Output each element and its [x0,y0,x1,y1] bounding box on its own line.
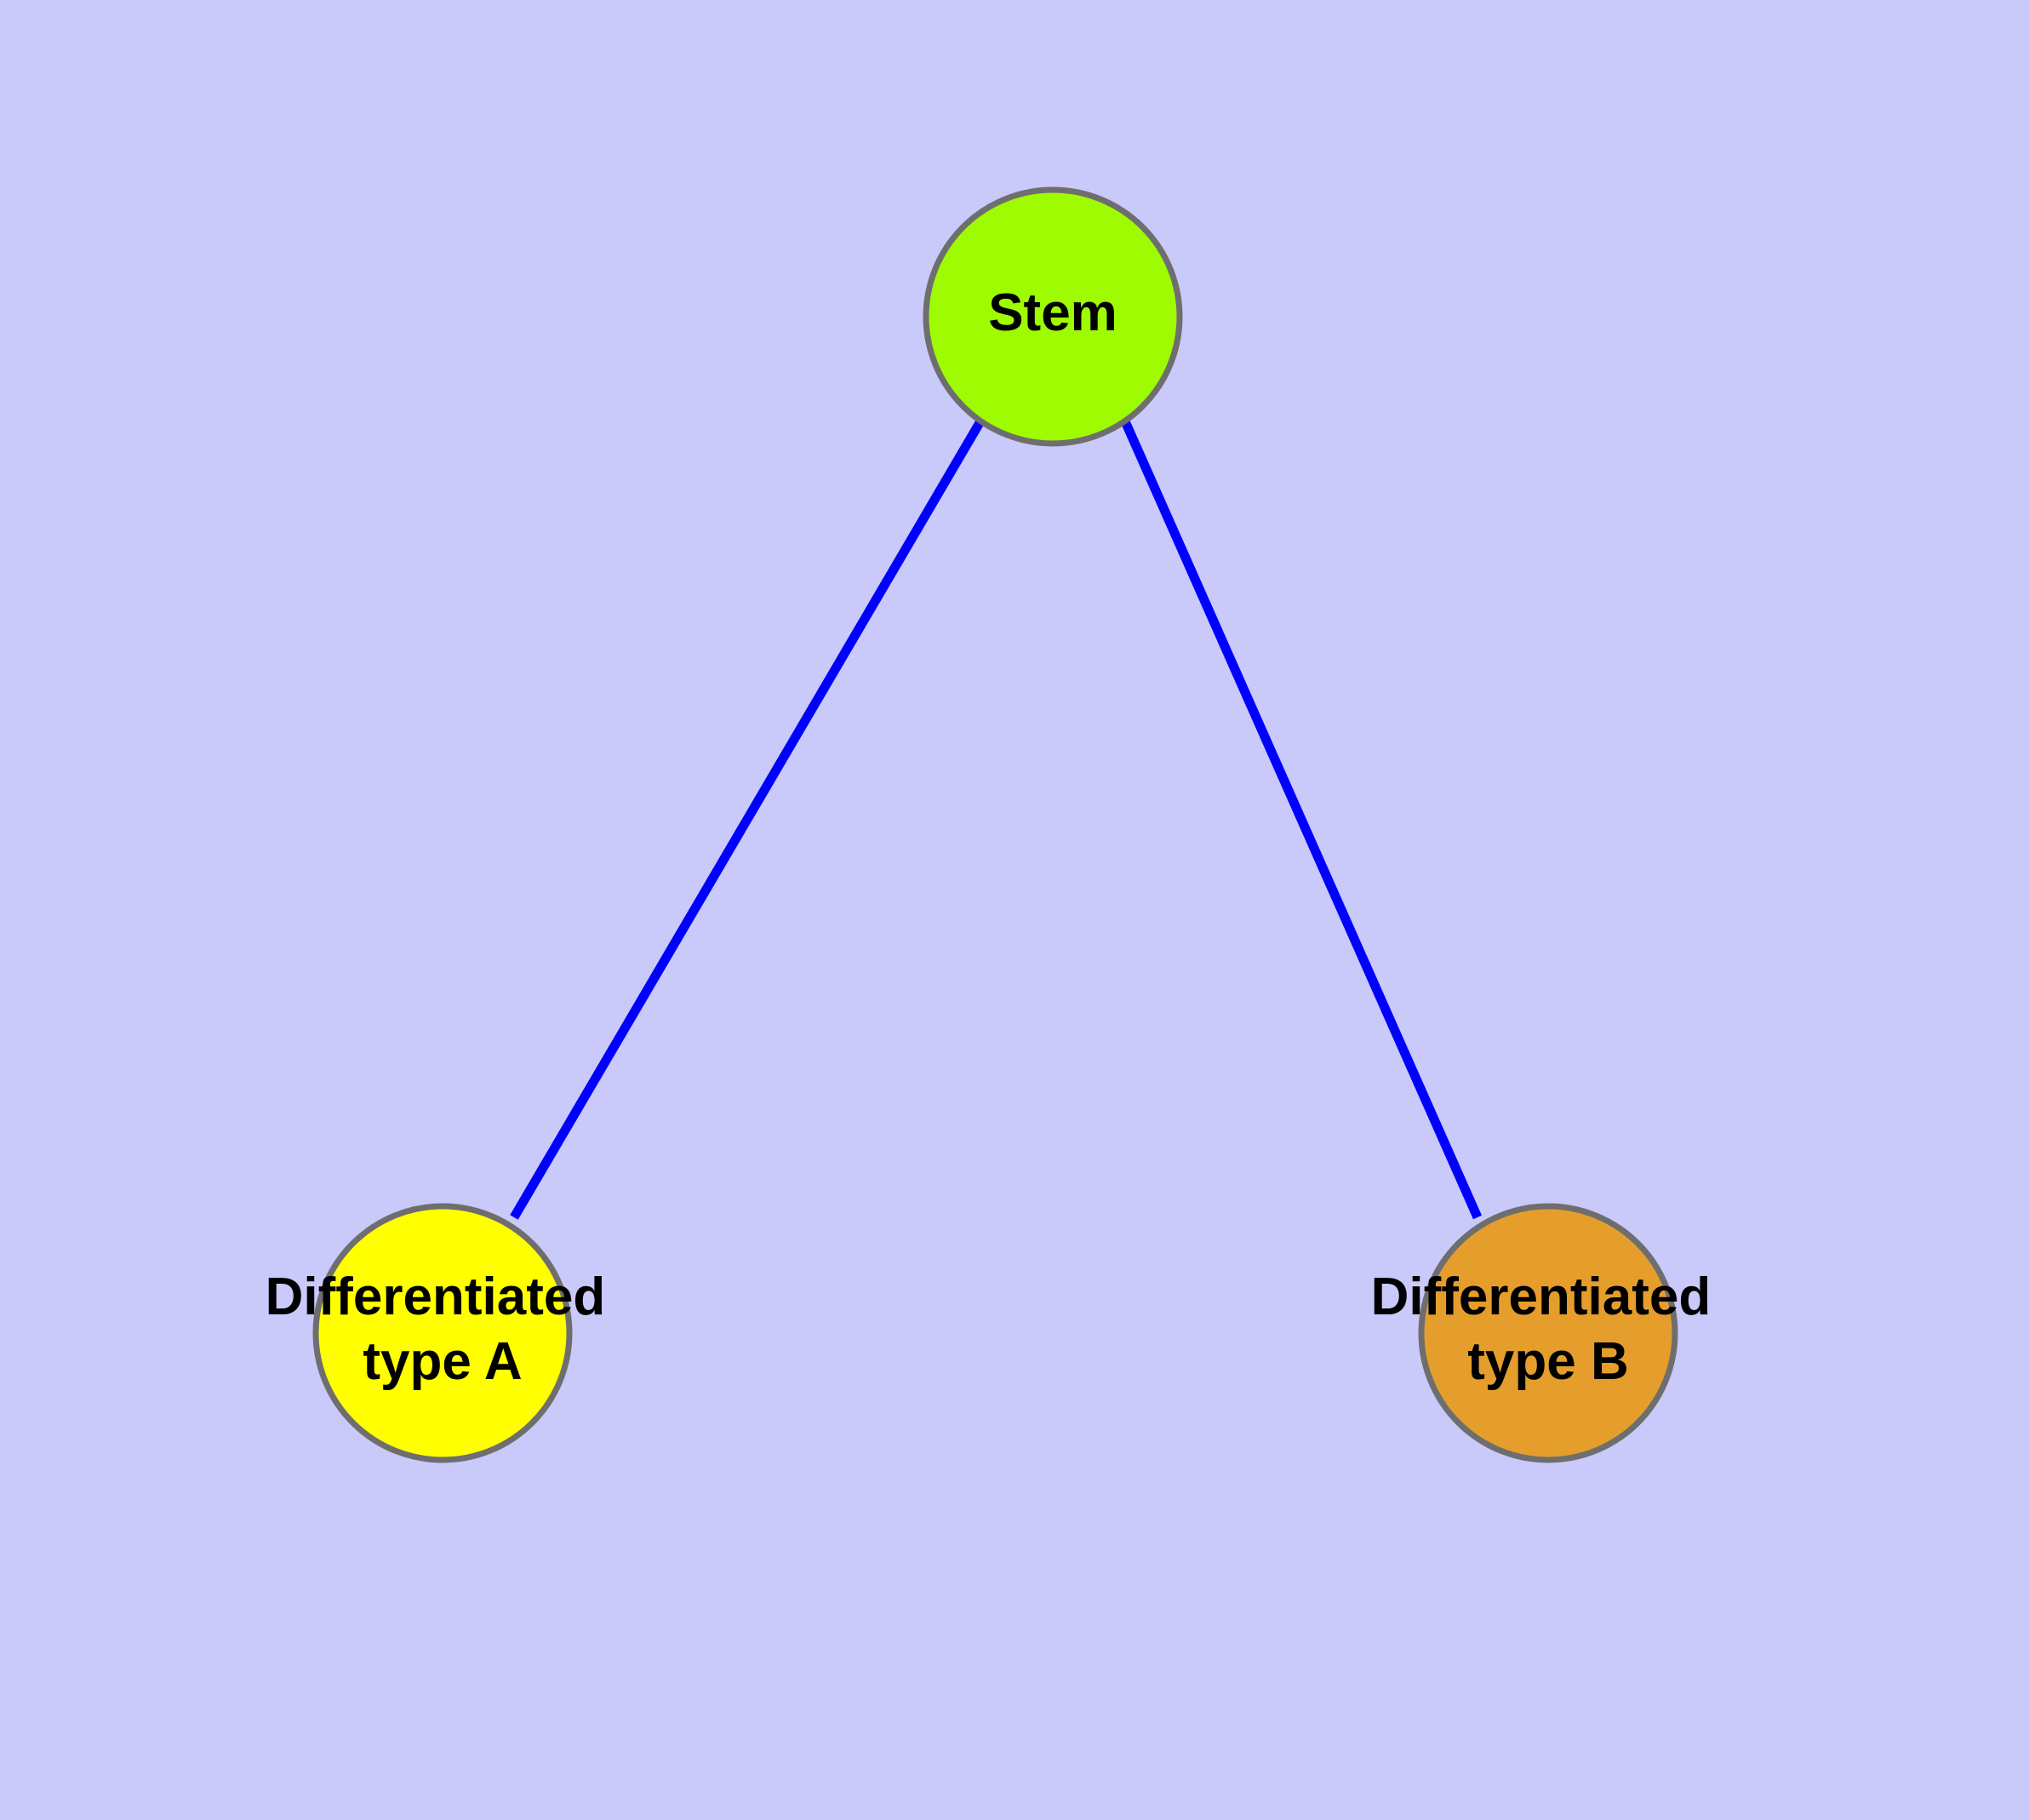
stem-node-label-line-1: Stem [988,283,1117,342]
node-stem[interactable]: Stem [923,186,1183,447]
differentiated-type-b-label-line-1: Differentiated [1371,1268,1712,1327]
differentiated-type-b-node-circle[interactable] [1418,1203,1678,1463]
stem-node-circle[interactable] [923,186,1183,447]
differentiated-type-b-node-label: Differentiated type B [1371,1268,1726,1392]
edges-group [510,419,1483,1220]
nodes-group: Stem Differentiated type A Differentiate… [266,186,1726,1463]
node-differentiated-type-b[interactable]: Differentiated type B [1371,1203,1726,1463]
differentiated-type-a-label-line-2: type A [363,1332,522,1391]
edge-stem-to-differentiated-b [1120,419,1483,1220]
differentiated-type-a-label-line-1: Differentiated [266,1268,606,1327]
edge-stem-to-differentiated-a [510,419,985,1220]
stem-node-label: Stem [988,283,1117,342]
node-differentiated-type-a[interactable]: Differentiated type A [266,1203,620,1463]
differentiated-type-a-node-label: Differentiated type A [266,1268,620,1392]
differentiated-type-b-label-line-2: type B [1467,1332,1628,1391]
differentiated-type-a-node-circle[interactable] [312,1203,573,1463]
